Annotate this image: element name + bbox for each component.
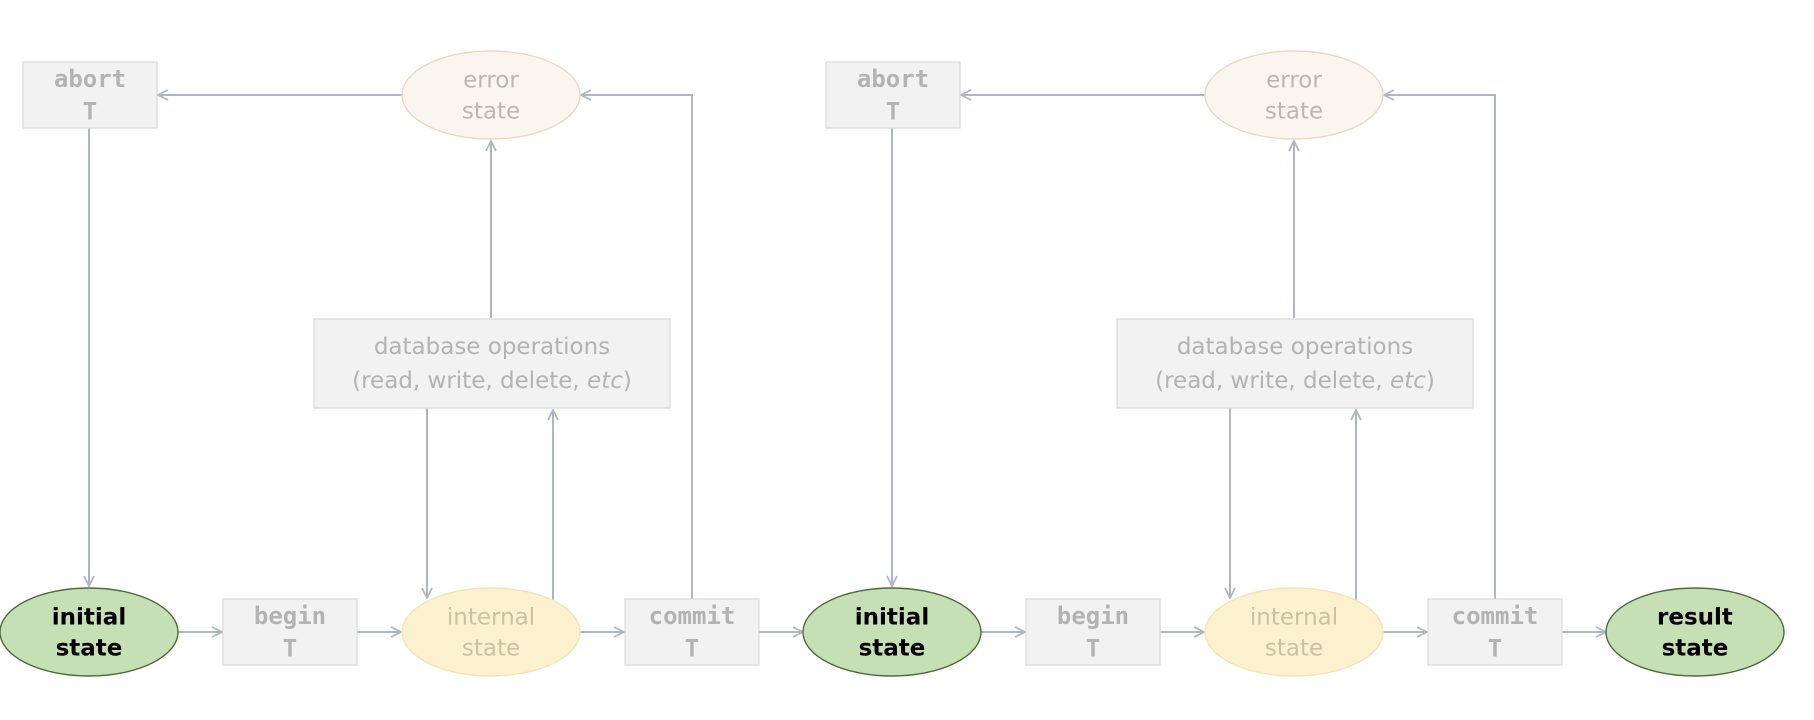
stage-2-begin-box-line-2: T bbox=[1086, 635, 1100, 663]
stage-1-begin-box-shape bbox=[222, 598, 358, 666]
stage-1-commit-box-line-1: commit bbox=[649, 602, 736, 630]
stage-2-initial-state-shape bbox=[802, 587, 982, 677]
stage-2-initial-state-line-1: initial bbox=[855, 605, 929, 631]
stage-2-internal-state: internal state bbox=[1204, 587, 1384, 677]
stage-1-database-operations-list: (read, write, delete, etc) bbox=[352, 368, 632, 394]
stage-1-error-state-line-2: state bbox=[462, 99, 520, 125]
stage-1-internal-state: internal state bbox=[401, 587, 581, 677]
stage-1-initial-state: initial state bbox=[0, 587, 179, 677]
stage-1-abort-box-shape bbox=[22, 61, 158, 129]
stage-2-abort-box-line-1: abort bbox=[857, 65, 929, 93]
stage-1-internal-state-shape bbox=[401, 587, 581, 677]
stage-2-internal-state-line-2: state bbox=[1265, 636, 1323, 662]
stage-2-internal-state-line-1: internal bbox=[1250, 605, 1338, 631]
stage-1-arrow-commit-to-error bbox=[581, 95, 693, 599]
stage-1-begin-box-line-2: T bbox=[283, 635, 297, 663]
stage-2-commit-box-shape bbox=[1427, 598, 1563, 666]
stage-2-arrow-commit-to-error bbox=[1384, 95, 1496, 599]
stage-1-abort-box-line-1: abort bbox=[54, 65, 126, 93]
stage-1-initial-state-line-2: state bbox=[56, 636, 123, 662]
stage-2-error-state-shape bbox=[1204, 50, 1384, 140]
stage-2-database-operations-box: database operations (read, write, delete,… bbox=[1116, 318, 1474, 409]
stage-1-commit-box-shape bbox=[624, 598, 760, 666]
stage-2-error-state-line-2: state bbox=[1265, 99, 1323, 125]
stage-2-commit-box-line-2: T bbox=[1488, 635, 1502, 663]
stage-1-error-state: error state bbox=[401, 50, 581, 140]
stage-1-error-state-line-1: error bbox=[463, 68, 519, 94]
stage-2-database-operations-list: (read, write, delete, etc) bbox=[1155, 368, 1435, 394]
stage-1-initial-state-line-1: initial bbox=[52, 605, 126, 631]
stage-1-abort-box-line-2: T bbox=[83, 98, 97, 126]
stage-1-database-operations-box: database operations (read, write, delete,… bbox=[313, 318, 671, 409]
stage-1-database-operations-title: database operations bbox=[374, 334, 610, 360]
stage-1-begin-box-line-1: begin bbox=[254, 602, 326, 630]
stage-2-database-operations-title: database operations bbox=[1177, 334, 1413, 360]
stage-1-internal-state-line-1: internal bbox=[447, 605, 535, 631]
stage-2-commit-box-line-1: commit bbox=[1452, 602, 1539, 630]
result-state-line-1: result bbox=[1657, 605, 1733, 631]
stage-2-abort-box-line-2: T bbox=[886, 98, 900, 126]
stage-1-error-state-shape bbox=[401, 50, 581, 140]
result-state-shape bbox=[1605, 587, 1785, 677]
result-state-line-2: state bbox=[1662, 636, 1729, 662]
stage-2-initial-state-line-2: state bbox=[859, 636, 926, 662]
stage-2-initial-state: initial state bbox=[802, 587, 982, 677]
stage-2-internal-state-shape bbox=[1204, 587, 1384, 677]
stage-2-abort-box-shape bbox=[825, 61, 961, 129]
stage-1-commit-box-line-2: T bbox=[685, 635, 699, 663]
stage-2-database-operations-shape bbox=[1116, 318, 1474, 409]
stage-1-internal-state-line-2: state bbox=[462, 636, 520, 662]
stage-2-begin-box-line-1: begin bbox=[1057, 602, 1129, 630]
stage-2-error-state-line-1: error bbox=[1266, 68, 1322, 94]
stage-1-initial-state-shape bbox=[0, 587, 179, 677]
stage-2-error-state: error state bbox=[1204, 50, 1384, 140]
result-state: result state bbox=[1605, 587, 1785, 677]
stage-2-begin-box-shape bbox=[1025, 598, 1161, 666]
stage-1-database-operations-shape bbox=[313, 318, 671, 409]
